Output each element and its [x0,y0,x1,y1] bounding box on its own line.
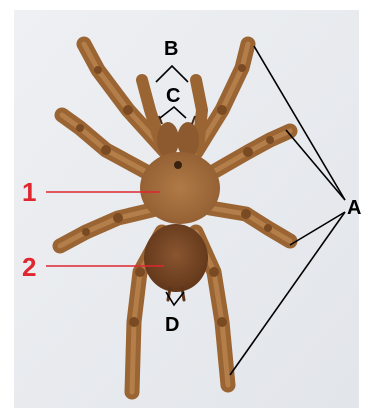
abdomen [144,224,208,292]
eye-tubercle [174,161,182,169]
label-d: D [165,314,179,336]
label-c: C [166,85,180,107]
label-1: 1 [22,177,36,207]
label-a: A [347,197,361,219]
label-b: B [164,38,178,60]
label-2: 2 [22,252,36,282]
